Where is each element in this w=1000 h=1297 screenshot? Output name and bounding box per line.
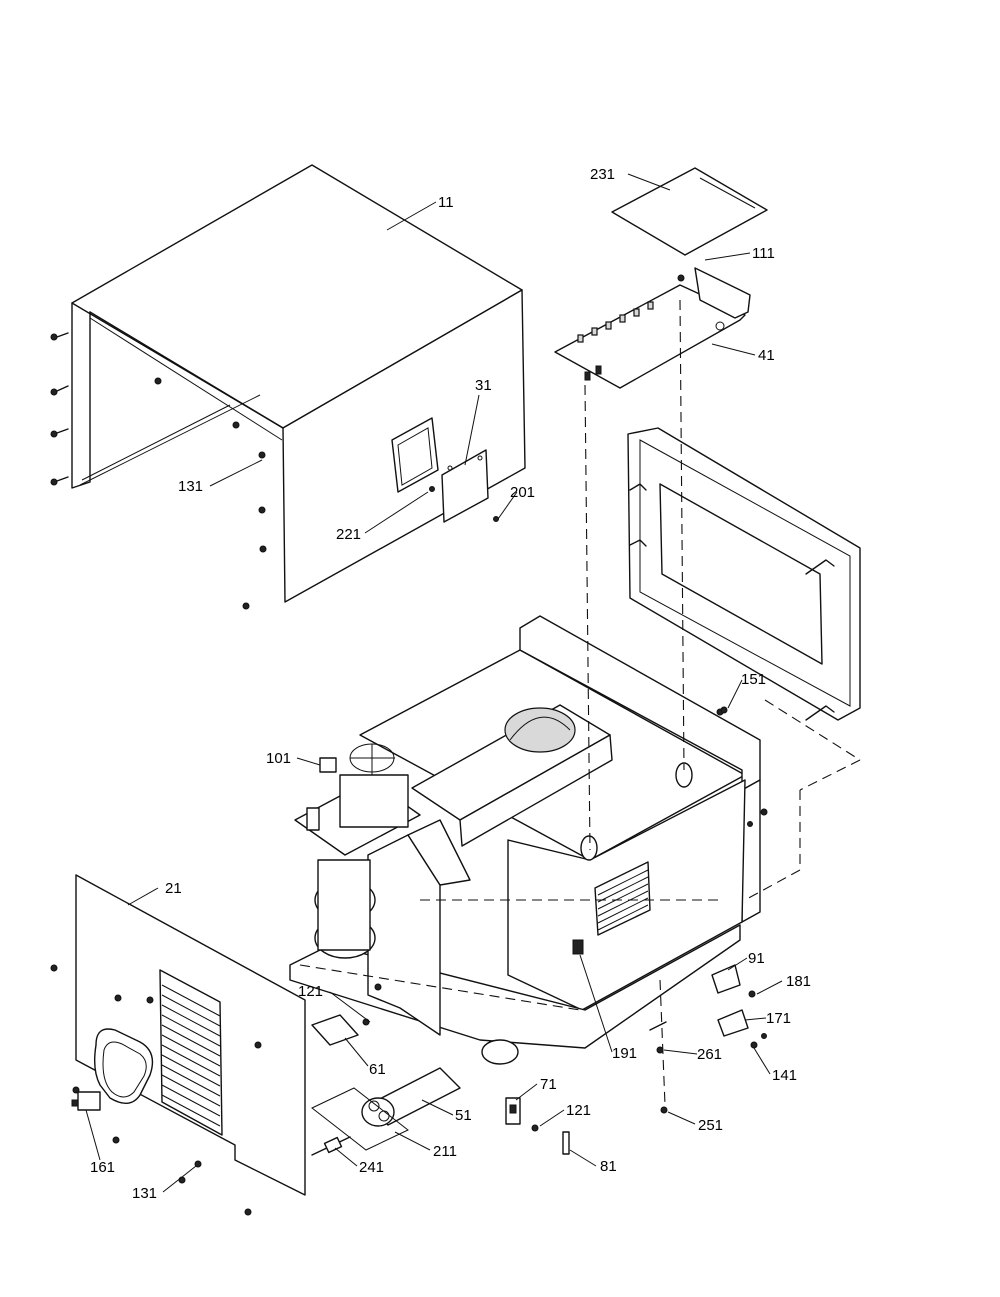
bracket-211	[311, 1087, 409, 1151]
label-241: 241	[359, 1159, 384, 1176]
door-assembly	[627, 427, 861, 721]
label-121-left: 121	[298, 983, 323, 1000]
label-221: 221	[336, 526, 361, 543]
label-151: 151	[741, 671, 766, 688]
label-131-bottom: 131	[132, 1185, 157, 1202]
label-141: 141	[772, 1067, 797, 1084]
label-61: 61	[369, 1061, 386, 1078]
plate-61	[311, 1014, 359, 1046]
label-201: 201	[510, 484, 535, 501]
oven-chassis	[289, 615, 768, 1065]
small-screws	[362, 706, 767, 1132]
label-181: 181	[786, 973, 811, 990]
label-101: 101	[266, 750, 291, 767]
label-21: 21	[165, 880, 182, 897]
label-131-top: 131	[178, 478, 203, 495]
label-sheet	[611, 167, 768, 256]
label-91: 91	[748, 950, 765, 967]
label-51: 51	[455, 1107, 472, 1124]
label-11: 11	[438, 194, 454, 211]
case-screws	[50, 332, 499, 610]
louvre-slats	[161, 984, 221, 1127]
part-labels: 11 231 111 41 31 131 221 201 151 101 21 …	[90, 166, 811, 1202]
leader-lines	[85, 173, 783, 1193]
capacitor-51	[361, 1067, 461, 1127]
back-panel-screws	[50, 964, 262, 1216]
label-111: 111	[752, 245, 775, 262]
outer-case-cabinet	[71, 164, 526, 603]
label-191: 191	[612, 1045, 637, 1062]
label-121-right: 121	[566, 1102, 591, 1119]
label-31: 31	[475, 377, 492, 394]
label-161: 161	[90, 1159, 115, 1176]
label-211: 211	[433, 1143, 457, 1160]
label-171: 171	[766, 1010, 791, 1027]
label-71: 71	[540, 1076, 557, 1093]
back-panel	[71, 874, 306, 1196]
pin-81	[562, 1131, 570, 1155]
label-81: 81	[600, 1158, 617, 1175]
label-251: 251	[698, 1117, 723, 1134]
switch-91	[711, 964, 741, 994]
label-41: 41	[758, 347, 775, 364]
switch-171	[717, 1009, 749, 1037]
label-231: 231	[590, 166, 615, 183]
alignment-lines	[299, 299, 861, 1106]
diode-241	[311, 1136, 351, 1156]
vent-grille-lines	[597, 869, 649, 931]
control-board	[554, 267, 751, 389]
label-261: 261	[697, 1046, 722, 1063]
switch-71	[505, 1097, 521, 1125]
